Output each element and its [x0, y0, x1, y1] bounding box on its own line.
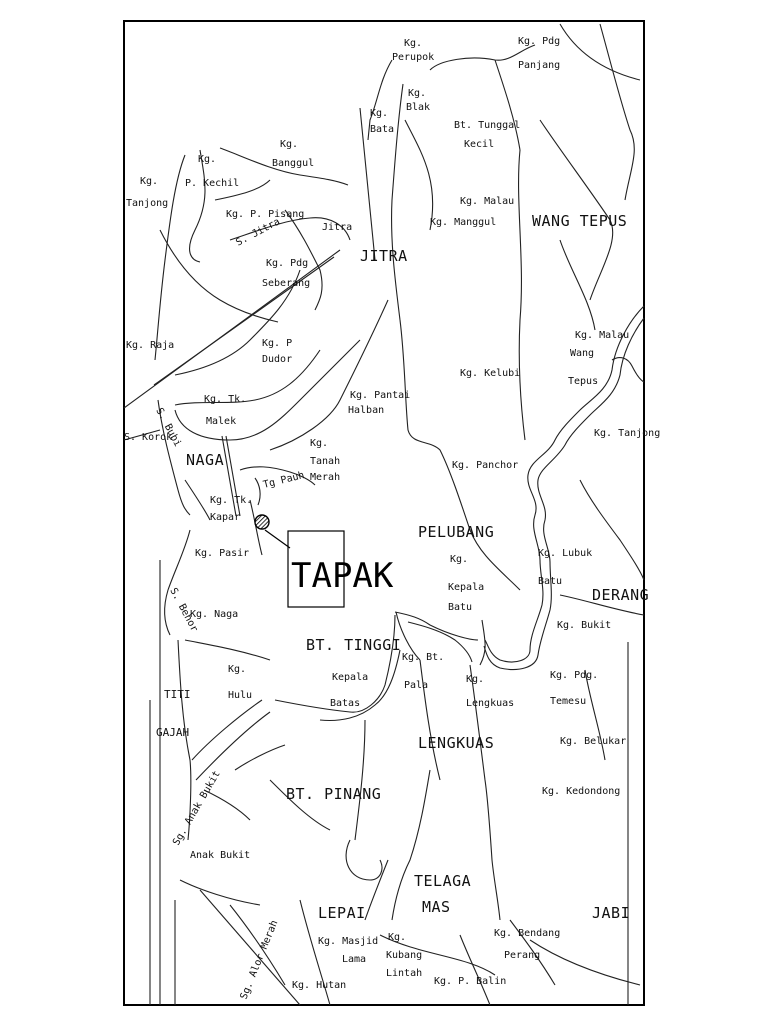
area-lepai: LEPAI	[318, 904, 366, 922]
place-label: Dudor	[262, 354, 292, 365]
site-callout-line	[264, 529, 291, 549]
place-label: Kg. Pasir	[195, 548, 249, 559]
place-label: Anak Bukit	[190, 850, 250, 861]
place-label: Kg. Pdg	[518, 36, 560, 47]
place-label: Halban	[348, 405, 384, 416]
area-mas: MAS	[422, 898, 451, 916]
place-label: Pala	[404, 680, 428, 691]
place-label: Kepala	[332, 672, 368, 683]
place-label: Kg. Hutan	[292, 980, 346, 991]
place-label: Kg. Panchor	[452, 460, 518, 471]
place-label: Kg.	[450, 554, 468, 565]
area-naga: NAGA	[186, 451, 224, 469]
place-label: Kg.	[310, 438, 328, 449]
place-label: Kg.	[140, 176, 158, 187]
place-label: Kecil	[464, 139, 494, 150]
place-label: Kg. Pdg.	[550, 670, 598, 681]
area-labels: JITRA WANG TEPUS NAGA PELUBANG DERANG BT…	[156, 212, 649, 922]
place-label: Malek	[206, 416, 236, 427]
area-lengkuas: LENGKUAS	[418, 734, 494, 752]
place-label: Kg. Kedondong	[542, 786, 620, 797]
place-label: Bt. Tunggal	[454, 120, 520, 131]
place-label: Kg. Tk.	[204, 394, 246, 405]
area-bt-tinggi: BT. TINGGI	[306, 636, 401, 654]
place-label: Kg. Pantai	[350, 390, 410, 401]
place-label: Kg. Bukit	[557, 620, 611, 631]
area-telaga: TELAGA	[414, 872, 471, 890]
area-bt-pinang: BT. PINANG	[286, 785, 381, 803]
place-label: Kg. Bendang	[494, 928, 560, 939]
site-title: TAPAK	[291, 556, 394, 596]
site-marker-icon	[254, 514, 270, 530]
place-label: Kepala	[448, 582, 484, 593]
place-label: Lama	[342, 954, 366, 965]
place-label: Kapar	[210, 512, 240, 523]
place-label: Batu	[448, 602, 472, 613]
place-label: Kg.	[228, 664, 246, 675]
place-label: Kg. Tk.	[210, 495, 252, 506]
place-label: Kg. Tanjong	[594, 428, 660, 439]
place-label: Kg. Belukar	[560, 736, 626, 747]
place-label: Kg. Malau	[575, 330, 629, 341]
place-label: Temesu	[550, 696, 586, 707]
area-wang-tepus: WANG TEPUS	[532, 212, 627, 230]
place-label: Jitra	[322, 222, 352, 233]
place-label: Kg. P. Balin	[434, 976, 506, 987]
place-label: Lintah	[386, 968, 422, 979]
area-gajah: GAJAH	[156, 726, 189, 739]
place-label: Perang	[504, 950, 540, 961]
place-label: Kg.	[466, 674, 484, 685]
area-jabi: JABI	[592, 904, 630, 922]
place-label: Kg. Manggul	[430, 217, 496, 228]
place-label: Lengkuas	[466, 698, 514, 709]
map-frame	[123, 20, 645, 1006]
map-lines	[123, 23, 645, 1006]
place-label: S. Korok	[124, 432, 172, 443]
place-label: Kg.	[404, 38, 422, 49]
place-label: Kg. Pdg	[266, 258, 308, 269]
river-label: Tg Pauh	[262, 470, 306, 491]
place-label: Bata	[370, 124, 394, 135]
area-titi: TITI	[164, 688, 191, 701]
river-label: S. Jitra	[234, 216, 282, 248]
place-label: Kg.	[370, 108, 388, 119]
place-label: P. Kechil	[185, 178, 239, 189]
place-label: Kg.	[280, 139, 298, 150]
place-label: Kg. Lubuk	[538, 548, 592, 559]
place-label: Seberang	[262, 278, 310, 289]
place-label: Hulu	[228, 690, 252, 701]
area-derang: DERANG	[592, 586, 649, 604]
place-label: Kg. Naga	[190, 609, 238, 620]
place-label: Wang	[570, 348, 594, 359]
place-label: Banggul	[272, 158, 314, 169]
place-label: Kg.	[388, 932, 406, 943]
area-jitra: JITRA	[360, 247, 408, 265]
place-label: Batu	[538, 576, 562, 587]
place-label: Tepus	[568, 376, 598, 387]
place-label: Tanjong	[126, 198, 168, 209]
place-label: Kg.	[408, 88, 426, 99]
area-pelubang: PELUBANG	[418, 523, 494, 541]
place-label: Kg.	[198, 154, 216, 165]
place-label: Kg. P	[262, 338, 292, 349]
place-label: Kg. Malau	[460, 196, 514, 207]
place-label: Kg. P. Pisang	[226, 209, 304, 220]
place-label: Kg. Masjid	[318, 936, 378, 947]
place-label: Batas	[330, 698, 360, 709]
river-label: Sg. Alor Merah	[239, 919, 281, 1001]
place-label: Kubang	[386, 950, 422, 961]
river-label: Sg. Anak Bukit	[171, 769, 223, 848]
place-label: Blak	[406, 102, 430, 113]
place-label: Merah	[310, 472, 340, 483]
place-label: Kg. Bt.	[402, 652, 444, 663]
place-label: Kg. Raja	[126, 340, 174, 351]
place-label: Tanah	[310, 456, 340, 467]
site-box	[287, 530, 345, 608]
place-label: Kg. Kelubi	[460, 368, 520, 379]
place-label: Perupok	[392, 52, 434, 63]
place-label: Panjang	[518, 60, 560, 71]
place-labels: Kg. Perupok Kg. Pdg Panjang Kg. Blak Kg.…	[124, 36, 660, 991]
